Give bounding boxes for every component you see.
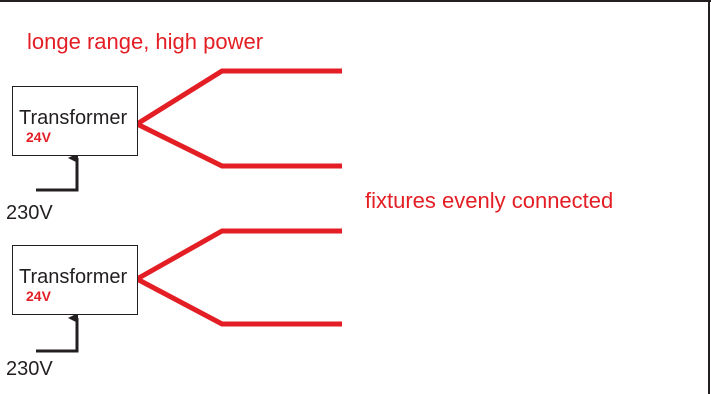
top-output-line-lower [135,121,342,169]
bottom-output-line-lower [135,276,342,327]
top-output-line-upper [135,68,342,127]
transformer-box-top: Transformer 24V [12,86,138,156]
transformer-box-bottom: Transformer 24V [12,245,138,315]
diagram-heading: longe range, high power [27,29,264,54]
frame-right-border [708,0,710,394]
transformer-voltage: 24V [26,288,51,304]
transformer-voltage: 24V [26,129,51,145]
top-input-arrow [36,153,79,192]
bottom-output-line-upper [135,228,342,282]
frame-top-border [0,0,711,2]
input-voltage-top: 230V [6,202,53,224]
fixtures-note: fixtures evenly connected [365,188,614,213]
transformer-label: Transformer [19,107,128,129]
bottom-input-arrow [36,313,79,353]
input-voltage-bottom: 230V [6,358,53,380]
transformer-label: Transformer [19,266,128,288]
